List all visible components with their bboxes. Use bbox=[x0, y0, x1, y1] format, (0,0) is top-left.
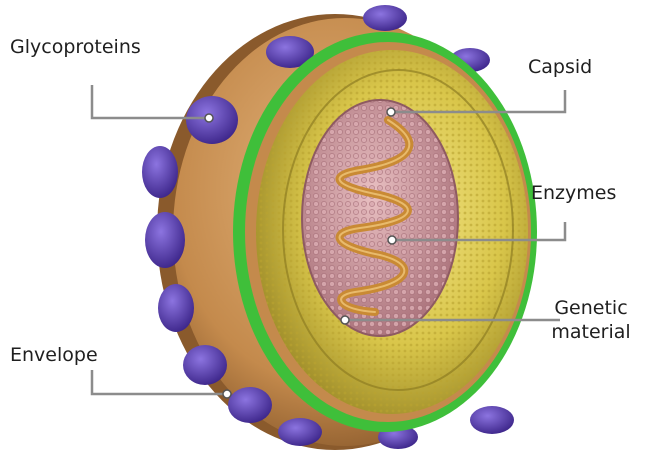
capsid-core bbox=[302, 100, 458, 336]
genetic-material-label-line2: material bbox=[547, 320, 635, 344]
capsid-marker bbox=[387, 108, 395, 116]
envelope-marker bbox=[223, 390, 231, 398]
capsid-label: Capsid bbox=[528, 55, 592, 79]
glycoproteins-marker bbox=[205, 114, 213, 122]
genetic-marker bbox=[341, 316, 349, 324]
glycoproteins-label: Glycoproteins bbox=[10, 35, 141, 59]
enzymes-label: Enzymes bbox=[531, 181, 616, 205]
enzymes-marker bbox=[388, 236, 396, 244]
genetic-material-label: Genetic material bbox=[547, 296, 635, 344]
envelope-label: Envelope bbox=[10, 343, 98, 367]
genetic-material-label-line1: Genetic bbox=[547, 296, 635, 320]
